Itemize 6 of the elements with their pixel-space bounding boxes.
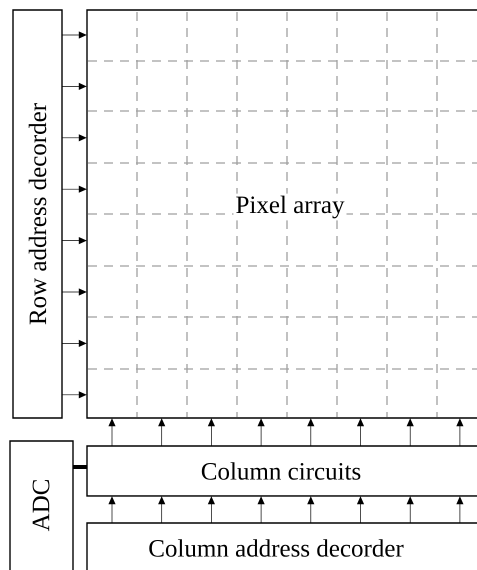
adc-block: ADC: [9, 440, 74, 570]
circuit-block: Column circuits: [86, 445, 477, 497]
decoder-block: Column address decorder: [86, 522, 477, 570]
pixel-array-block: Pixel array: [86, 9, 477, 419]
connector-line: [73, 465, 87, 469]
decoder-block: Row address decorder: [12, 9, 63, 419]
